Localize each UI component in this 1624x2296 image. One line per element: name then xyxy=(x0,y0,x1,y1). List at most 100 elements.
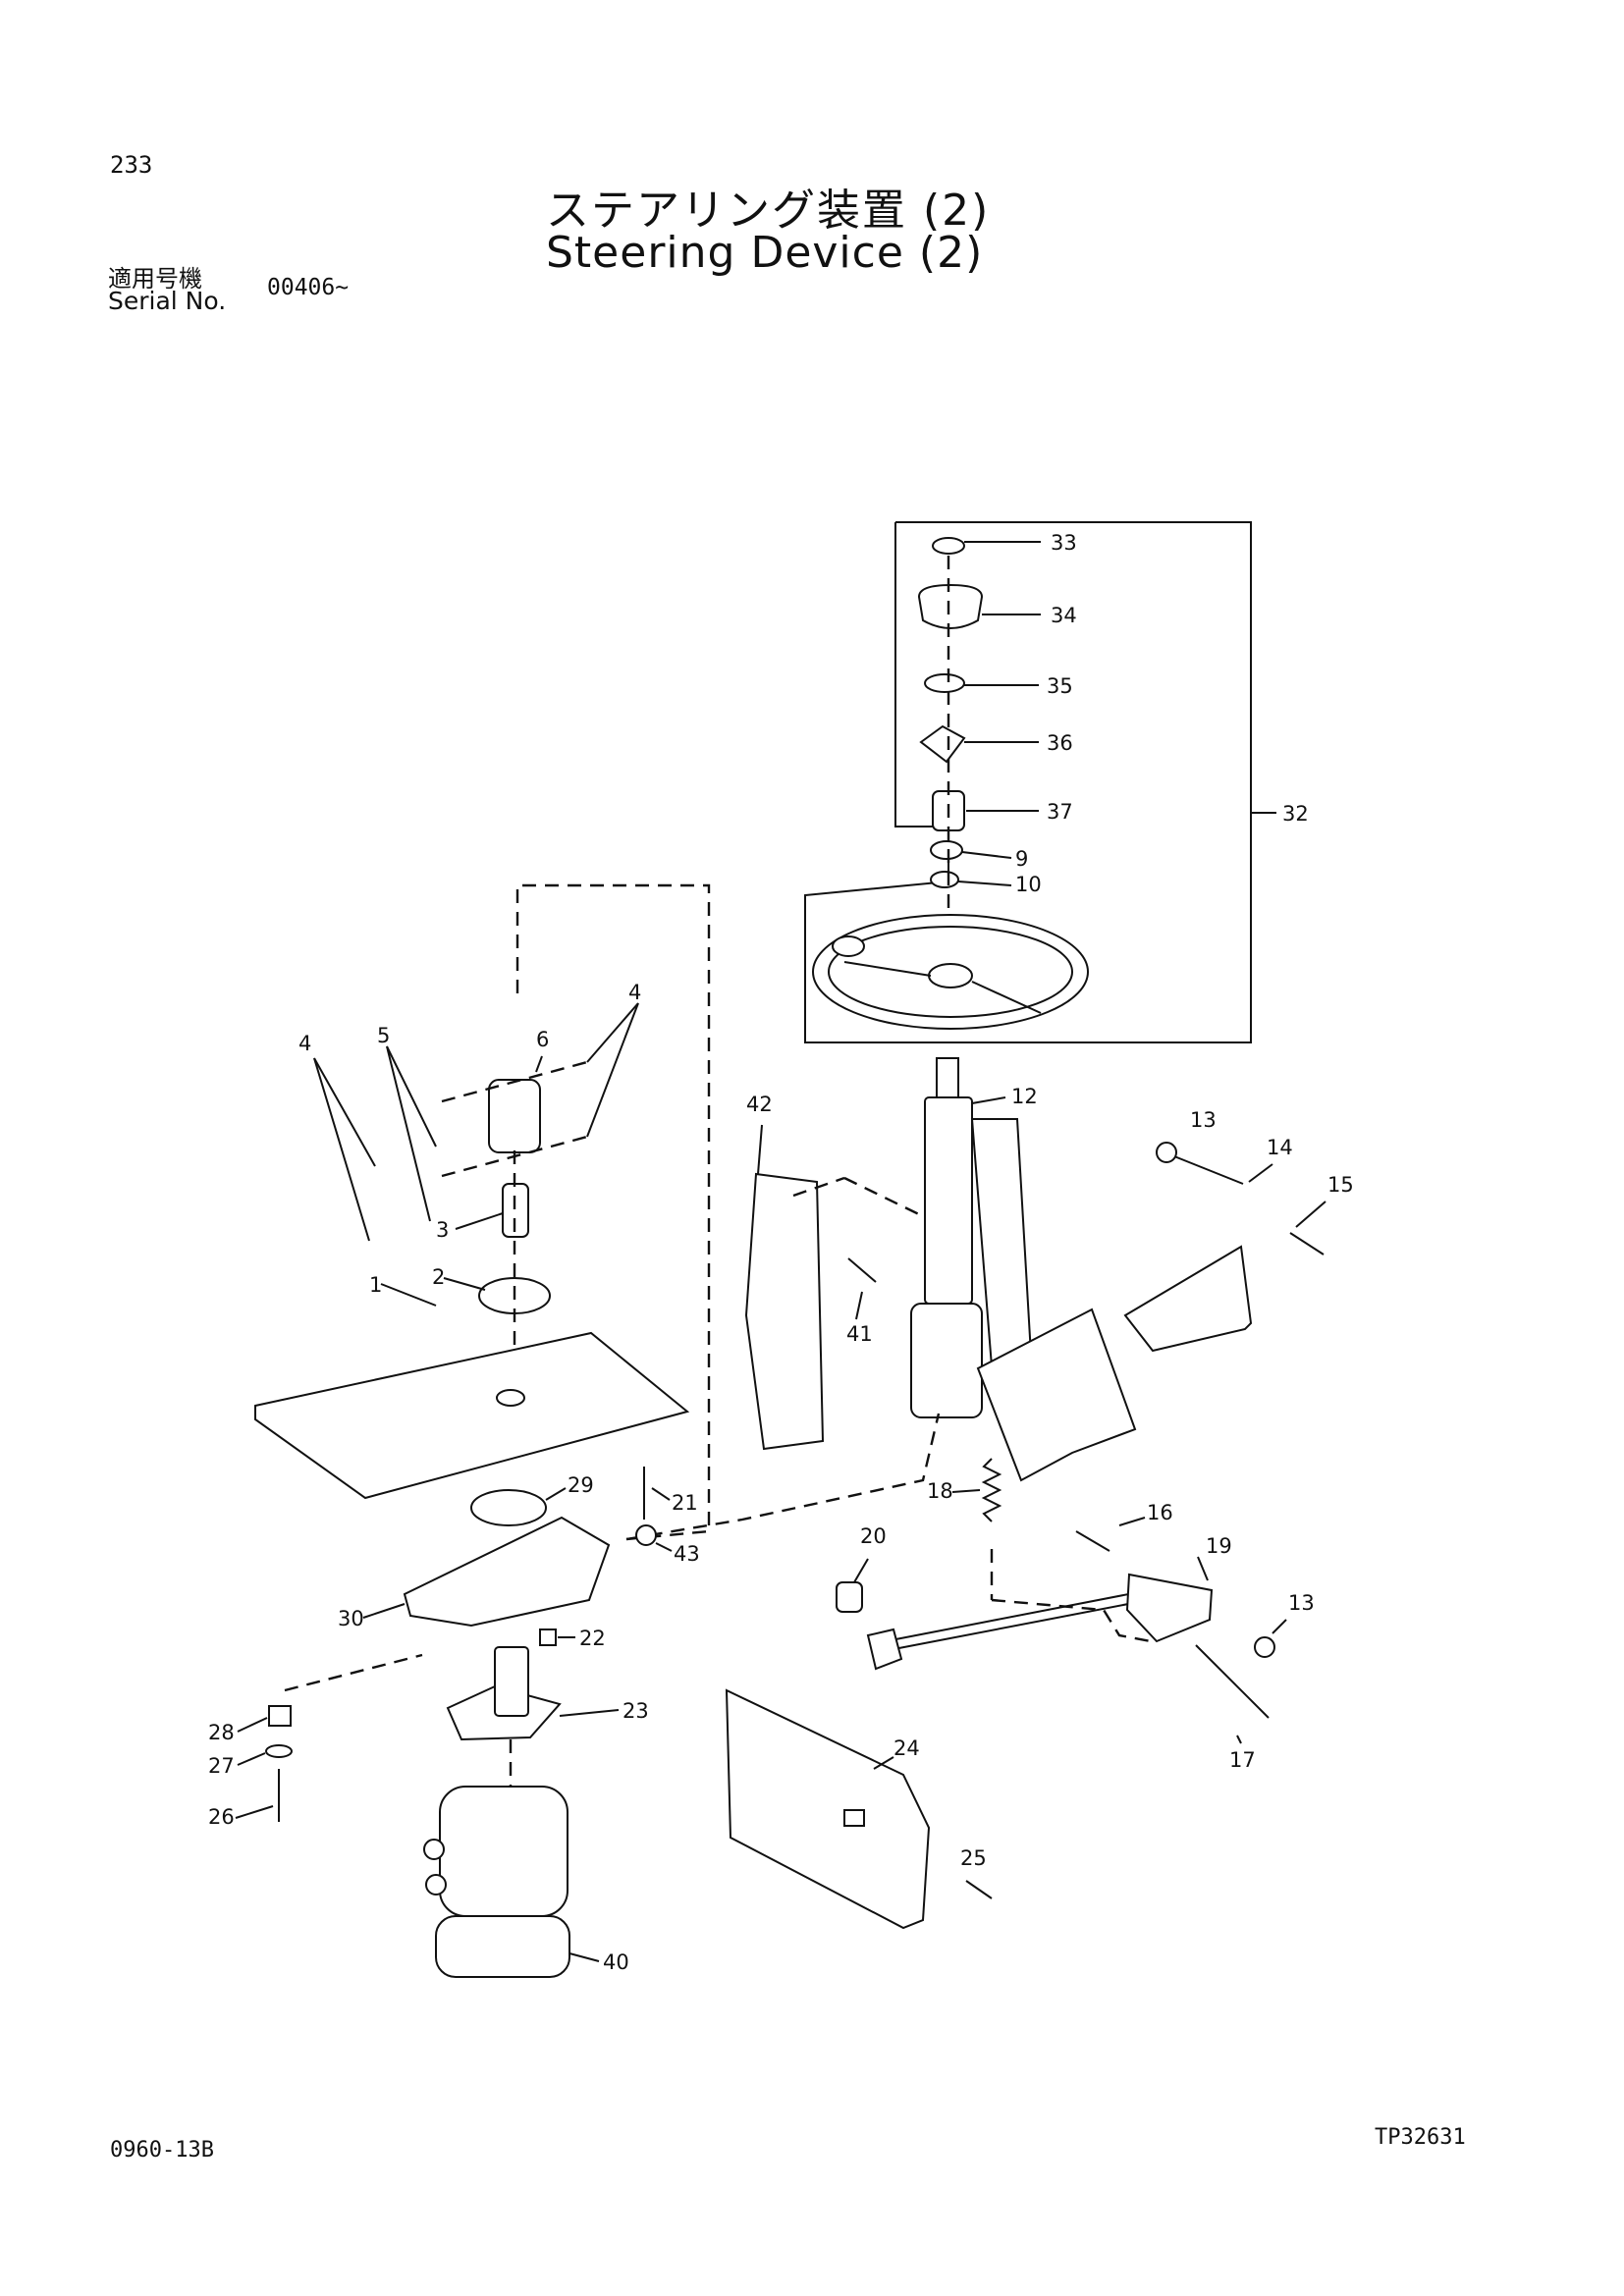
callout-10: 10 xyxy=(1015,873,1042,896)
column-tilt-plate xyxy=(976,1308,1137,1482)
leader-40 xyxy=(568,1952,600,1962)
nut-13-top xyxy=(1156,1142,1177,1163)
callout-21: 21 xyxy=(672,1491,698,1515)
leader-6 xyxy=(535,1055,543,1073)
bolt-1 xyxy=(380,1283,437,1307)
leader-27 xyxy=(237,1752,266,1766)
drawing-code-right: TP32631 xyxy=(1375,2125,1466,2150)
steering-column-part xyxy=(924,1096,973,1305)
leader-2 xyxy=(443,1277,486,1291)
leader-41 xyxy=(855,1291,863,1320)
dashline-42b xyxy=(843,1176,926,1219)
adapter-shaft xyxy=(494,1646,529,1717)
bolt-16 xyxy=(1075,1530,1110,1552)
snap-ring-part xyxy=(924,673,965,693)
callout-25: 25 xyxy=(960,1846,987,1870)
leader-4-right-b xyxy=(586,1002,639,1138)
callout-4-left: 4 xyxy=(298,1032,311,1055)
bolt-25 xyxy=(965,1880,993,1899)
port-2 xyxy=(425,1874,447,1896)
serial-label-english: Serial No. xyxy=(108,287,227,315)
cover-part xyxy=(917,583,984,629)
dashline-28 xyxy=(284,1653,423,1692)
nut-43 xyxy=(635,1524,657,1546)
callout-42: 42 xyxy=(746,1093,773,1116)
leader-17 xyxy=(1236,1735,1242,1744)
steering-valve-lower xyxy=(435,1915,570,1978)
leader-3 xyxy=(455,1212,504,1230)
leader-43 xyxy=(655,1542,673,1552)
steering-wheel-spokes xyxy=(843,961,1042,1014)
callout-16: 16 xyxy=(1147,1501,1173,1524)
column-shaft-top xyxy=(936,1057,959,1098)
universal-joint-part xyxy=(488,1079,541,1153)
serial-number-value: 00406~ xyxy=(267,275,350,300)
steering-wheel-inner-rim xyxy=(828,926,1073,1018)
callout-13-bottom: 13 xyxy=(1288,1591,1315,1615)
callout-2: 2 xyxy=(432,1265,445,1289)
lever-handle xyxy=(866,1628,903,1671)
leader-5 xyxy=(386,1045,437,1148)
bolt-15 xyxy=(1289,1232,1325,1255)
callout-34: 34 xyxy=(1051,604,1077,627)
callout-33: 33 xyxy=(1051,531,1077,555)
leader-4-left-b xyxy=(313,1057,370,1242)
spinner-knob xyxy=(832,935,865,957)
leader-42 xyxy=(757,1124,763,1175)
kit-box-outline xyxy=(804,521,1252,1043)
callout-28: 28 xyxy=(208,1721,235,1744)
callout-20: 20 xyxy=(860,1524,887,1548)
drawing-code-left: 0960-13B xyxy=(110,2138,214,2163)
collar-28 xyxy=(268,1705,292,1727)
leader-28 xyxy=(237,1717,268,1733)
dashline-42 xyxy=(792,1176,845,1198)
linkage-rod-19b xyxy=(883,1599,1150,1652)
floor-plate-hole xyxy=(496,1389,525,1407)
column-base-part xyxy=(910,1303,983,1418)
lock-washer-part xyxy=(930,871,959,888)
steering-wheel-hub xyxy=(928,963,973,988)
callout-26: 26 xyxy=(208,1805,235,1829)
knob-20 xyxy=(836,1581,863,1613)
serial-label-japanese: 適用号機 xyxy=(108,265,202,293)
leader-4-right xyxy=(586,1002,639,1063)
callout-32: 32 xyxy=(1282,802,1309,826)
leader-21 xyxy=(651,1487,671,1501)
leader-10 xyxy=(957,881,1012,886)
dashline-19 xyxy=(991,1598,1152,1643)
callout-6: 6 xyxy=(536,1028,549,1051)
washer-27 xyxy=(265,1744,293,1758)
callout-4-right: 4 xyxy=(628,981,641,1004)
bolt-41 xyxy=(847,1257,877,1283)
rod-17 xyxy=(1195,1644,1270,1719)
callout-5: 5 xyxy=(377,1024,390,1047)
page-title-japanese: ステアリング装置 (2) xyxy=(546,186,991,236)
leader-19 xyxy=(1197,1556,1209,1581)
nut-part xyxy=(930,840,963,860)
callout-22: 22 xyxy=(579,1627,606,1650)
leader-5b xyxy=(386,1045,431,1222)
leader-26 xyxy=(235,1805,274,1819)
callout-18: 18 xyxy=(927,1479,953,1503)
leader-18 xyxy=(951,1489,981,1493)
leader-20 xyxy=(853,1558,869,1583)
port-1 xyxy=(423,1839,445,1860)
callout-40: 40 xyxy=(603,1950,629,1974)
side-cover-window xyxy=(843,1809,865,1827)
leader-23 xyxy=(559,1709,620,1717)
horn-cap-part xyxy=(932,537,965,555)
leader-13-top xyxy=(1173,1155,1244,1185)
callout-23: 23 xyxy=(623,1699,649,1723)
callout-30: 30 xyxy=(338,1607,364,1630)
nut-13-bottom xyxy=(1254,1636,1275,1658)
callout-37: 37 xyxy=(1047,800,1073,824)
dashline-joint-group xyxy=(515,883,711,1541)
dashline-to-column xyxy=(625,1413,941,1541)
callout-24: 24 xyxy=(893,1736,920,1760)
callout-36: 36 xyxy=(1047,731,1073,755)
leader-4-left xyxy=(313,1057,376,1167)
leader-24 xyxy=(873,1756,894,1770)
pin-axis-upper xyxy=(441,1060,588,1103)
side-cover-part xyxy=(725,1688,931,1930)
